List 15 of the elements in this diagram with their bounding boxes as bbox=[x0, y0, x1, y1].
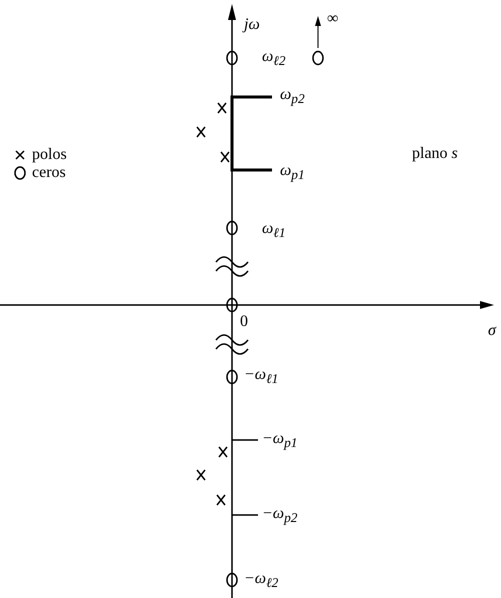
frequency-label: ω$_{p1}$ bbox=[280, 162, 305, 184]
frequency-label: −ω$_{ℓ2}$ bbox=[244, 570, 278, 592]
plane-label: plano s bbox=[412, 145, 458, 163]
frequency-label: −ω$_{p2}$ bbox=[262, 505, 298, 528]
frequency-label: −ω$_{ℓ1}$ bbox=[244, 366, 278, 388]
axis-label: jω bbox=[244, 16, 260, 34]
frequency-label: −ω$_{p1}$ bbox=[262, 430, 298, 452]
infinity-label: ∞ bbox=[327, 10, 338, 28]
frequency-label: ω$_{ℓ1}$ bbox=[262, 220, 286, 242]
frequency-label: ω$_{p2}$ bbox=[280, 86, 305, 108]
axis-label: σ bbox=[488, 322, 496, 340]
legend-label: polos bbox=[32, 146, 67, 164]
frequency-label: ω$_{ℓ2}$ bbox=[262, 48, 286, 70]
legend-label: ceros bbox=[32, 164, 66, 182]
origin-label: 0 bbox=[240, 313, 248, 331]
